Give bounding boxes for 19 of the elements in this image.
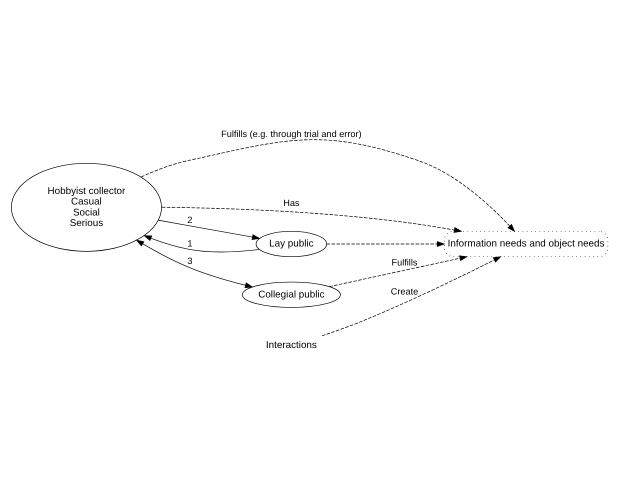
arrow	[162, 206, 462, 232]
node-ellipse: Hobbyist collector Casual Social Serious	[10, 162, 162, 252]
node-box: Information needs and object needs	[444, 230, 608, 257]
edge-label: Fulfills	[392, 256, 418, 267]
edge-label: Fulfills (e.g. through trial and error)	[221, 128, 362, 139]
arrow	[158, 219, 260, 240]
edge-label: 3	[187, 256, 192, 266]
node-ellipse: Lay public	[256, 230, 328, 257]
arrow	[143, 234, 260, 252]
edge-label: 1	[187, 238, 192, 248]
arrow	[140, 138, 516, 232]
arrow	[136, 239, 254, 288]
edge-label: Has	[283, 198, 300, 208]
edge-label: 2	[187, 214, 192, 225]
arrow	[322, 256, 502, 336]
node-text: Interactions	[266, 340, 317, 351]
edge-label: Create	[390, 286, 418, 296]
arrow	[328, 254, 468, 286]
arrow	[326, 240, 446, 246]
